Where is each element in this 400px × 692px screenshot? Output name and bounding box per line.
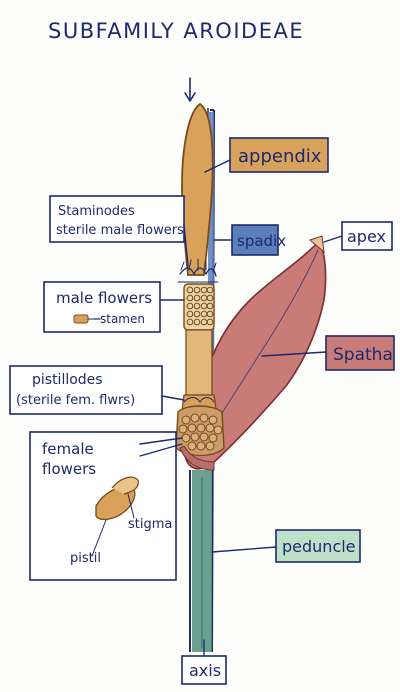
svg-text:Spatha: Spatha: [333, 345, 393, 365]
top-arrow-icon: [184, 77, 196, 102]
male-flowers-zone: [183, 283, 215, 331]
svg-text:peduncle: peduncle: [282, 537, 356, 556]
apex-tip: [309, 235, 325, 254]
svg-text:pistil: pistil: [70, 551, 101, 566]
stamen-icon: [73, 314, 101, 324]
male-flower-dots: [186, 286, 214, 326]
svg-text:female: female: [42, 440, 94, 458]
svg-text:Staminodes: Staminodes: [58, 204, 135, 219]
label-female-flowers: female flowers stigma pistil: [29, 431, 183, 581]
label-staminodes: Staminodes sterile male flowers: [49, 195, 189, 267]
svg-text:(sterile fem. flwrs): (sterile fem. flwrs): [16, 393, 135, 408]
appendix-club: [181, 102, 214, 276]
svg-text:sterile male flowers: sterile male flowers: [56, 223, 184, 238]
label-male-flowers: male flowers stamen: [43, 281, 185, 333]
svg-text:flowers: flowers: [42, 460, 96, 478]
label-axis: axis: [181, 639, 227, 685]
spadix-middle-segment: [185, 329, 213, 396]
staminodes-zone: [177, 258, 219, 283]
spadix-column: [208, 112, 214, 432]
diagram-title: SUBFAMILY AROIDEAE: [48, 19, 304, 43]
svg-text:stigma: stigma: [128, 517, 172, 532]
pistil-icon: [95, 476, 139, 521]
svg-text:spadix: spadix: [237, 232, 286, 250]
label-pistillodes: pistillodes (sterile fem. flwrs): [9, 365, 185, 415]
svg-text:male flowers: male flowers: [56, 289, 152, 307]
svg-text:stamen: stamen: [100, 312, 145, 326]
label-peduncle: peduncle: [211, 529, 361, 563]
label-appendix: appendix: [204, 137, 329, 173]
label-apex: apex: [323, 221, 393, 251]
svg-text:axis: axis: [189, 661, 221, 680]
label-spatha: Spatha: [261, 335, 395, 371]
svg-text:apex: apex: [347, 227, 386, 246]
svg-text:appendix: appendix: [238, 146, 322, 167]
label-spadix: spadix: [213, 224, 286, 256]
svg-text:pistillodes: pistillodes: [32, 372, 103, 388]
spatha-base: [179, 445, 215, 471]
female-flower-cluster: [178, 413, 223, 451]
